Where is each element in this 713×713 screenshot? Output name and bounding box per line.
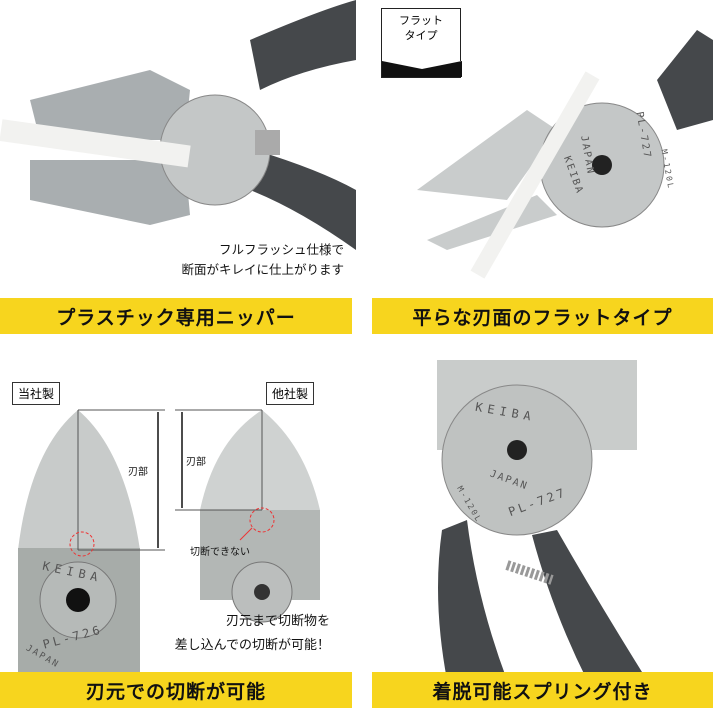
panel-plastic-nipper: フルフラッシュ仕様で 断面がキレイに仕上がります プラスチック専用ニッパー — [0, 0, 356, 340]
banner: プラスチック専用ニッパー — [0, 298, 352, 334]
banner: 刃元での切断が可能 — [0, 672, 352, 708]
ours-label: 当社製 — [12, 382, 61, 405]
badge-line: フラット — [399, 14, 443, 27]
caption: 刃元まで切断物を 差し込んでの切断が可能！ — [175, 610, 330, 658]
caption: フルフラッシュ仕様で 断面がキレイに仕上がります — [181, 240, 344, 280]
pliers-illustration — [0, 0, 356, 250]
banner: 平らな刃面のフラットタイプ — [372, 298, 713, 334]
panel-removable-spring: KEIBA JAPAN PL-727 M-120L 着脱可能スプリング付き — [357, 360, 713, 713]
caption-line: フルフラッシュ仕様で — [218, 242, 344, 257]
flat-blade-icon — [382, 61, 462, 77]
panel-flat-type: KEIBA JAPAN PL-727 M-120L フラット タイプ 平らな刃面… — [357, 0, 713, 340]
badge-line: タイプ — [404, 29, 438, 42]
theirs-label: 他社製 — [266, 382, 315, 405]
caption-line: 刃元まで切断物を — [225, 614, 330, 629]
flat-type-badge: フラット タイプ — [381, 8, 462, 78]
banner: 着脱可能スプリング付き — [372, 672, 713, 708]
blade-comparison — [18, 409, 320, 680]
pliers-illustration — [417, 30, 713, 279]
blade-label: 刃部 — [128, 467, 148, 478]
caption-line: 差し込んでの切断が可能！ — [174, 638, 330, 653]
blade-label: 刃部 — [186, 457, 206, 468]
panel-base-cutting: KEIBA PL-726 JAPAN 当社製 他社製 刃部 刃部 切断できない … — [0, 360, 356, 713]
cannot-cut-label: 切断できない — [190, 547, 250, 558]
pliers-illustration — [437, 360, 647, 680]
caption-line: 断面がキレイに仕上がります — [181, 262, 344, 277]
